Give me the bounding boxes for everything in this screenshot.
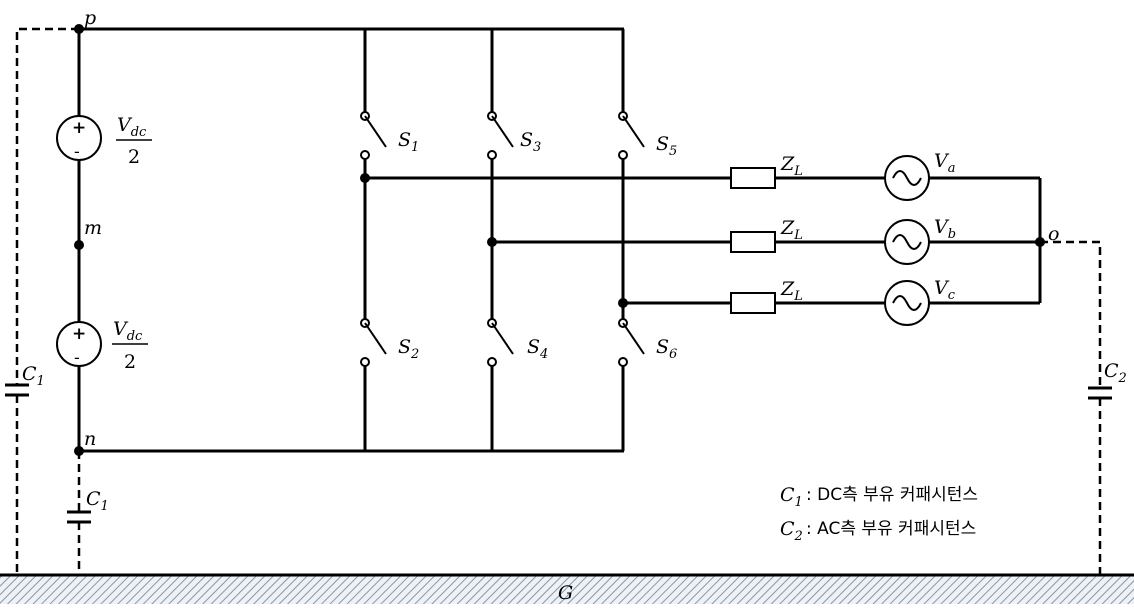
svg-text:Va: Va: [934, 150, 956, 176]
svg-text:-: -: [74, 142, 80, 162]
svg-text:S2: S2: [398, 336, 419, 362]
svg-text:: DC측 부유 커패시턴스: : DC측 부유 커패시턴스: [806, 485, 978, 505]
legend: C1 : DC측 부유 커패시턴스 C2 : AC측 부유 커패시턴스: [780, 484, 978, 544]
svg-text:Vb: Vb: [934, 216, 956, 242]
neutral-point: o: [1035, 178, 1059, 303]
svg-text:Vdc: Vdc: [117, 114, 147, 140]
svg-text:Vdc: Vdc: [113, 318, 143, 344]
dc-source-lower: + -: [56, 321, 102, 368]
switch-s6: S6: [618, 318, 677, 367]
c1-bottom-stray: C1: [67, 451, 109, 575]
svg-text:Vc: Vc: [934, 277, 956, 303]
svg-text:C2: C2: [1104, 360, 1127, 386]
svg-text:C1: C1: [22, 363, 45, 389]
dc-source-upper: + -: [56, 115, 102, 162]
switch-s1: S1: [360, 111, 419, 160]
switch-s2: S2: [360, 318, 419, 367]
switch-s4: S4: [487, 318, 548, 367]
source-label-lower: Vdc 2: [112, 318, 148, 373]
svg-text:-: -: [74, 348, 80, 368]
svg-text:S1: S1: [398, 129, 419, 155]
node-m-label: m: [84, 217, 102, 239]
legend-item-c2: C2 : AC측 부유 커패시턴스: [780, 518, 976, 544]
svg-text:: AC측 부유 커패시턴스: : AC측 부유 커패시턴스: [806, 519, 976, 539]
phase-c-branch: ZL Vc: [618, 277, 1040, 326]
phase-a-branch: ZL Va: [360, 150, 1040, 201]
ground-plane: [0, 576, 1134, 604]
ground-label: G: [558, 582, 573, 604]
c1-left-stray: C1: [5, 27, 79, 575]
svg-text:2: 2: [128, 146, 140, 168]
switch-s5: S5: [618, 111, 677, 160]
svg-text:ZL: ZL: [780, 217, 803, 243]
legend-item-c1: C1 : DC측 부유 커패시턴스: [780, 484, 978, 510]
svg-text:2: 2: [124, 351, 136, 373]
svg-text:ZL: ZL: [780, 153, 803, 179]
svg-text:C1: C1: [780, 484, 803, 510]
source-label-upper: Vdc 2: [116, 114, 152, 168]
svg-text:S4: S4: [527, 336, 548, 362]
svg-text:+: +: [72, 324, 86, 344]
svg-text:S5: S5: [656, 133, 677, 159]
c2-right-stray: C2: [1040, 240, 1127, 575]
node-n-label: n: [84, 428, 96, 450]
dc-bus: [77, 27, 624, 453]
phase-b-branch: ZL Vb: [487, 216, 1040, 265]
svg-text:ZL: ZL: [780, 278, 803, 304]
svg-text:S3: S3: [520, 129, 541, 155]
svg-text:C2: C2: [780, 518, 803, 544]
node-m: [74, 240, 84, 250]
svg-text:o: o: [1048, 223, 1059, 245]
svg-text:C1: C1: [86, 488, 109, 514]
svg-text:S6: S6: [656, 336, 677, 362]
node-p-label: p: [84, 7, 96, 29]
switch-s3: S3: [487, 111, 541, 160]
svg-text:+: +: [72, 118, 86, 138]
